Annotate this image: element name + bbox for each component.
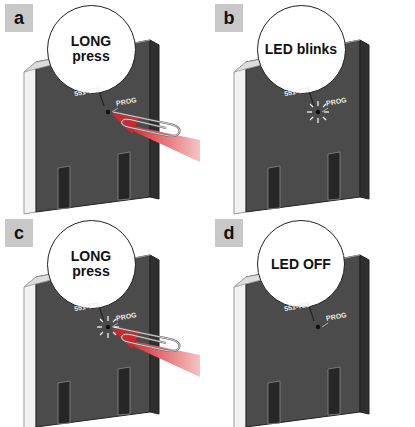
callout-circle: LED OFF bbox=[257, 220, 346, 309]
panel-letter: a bbox=[5, 4, 33, 32]
callout-circle: LONG press bbox=[47, 5, 136, 94]
button-label: PROG bbox=[326, 311, 348, 321]
panel-letter: b bbox=[215, 4, 243, 32]
panel-letter-text: a bbox=[14, 8, 24, 29]
button-label: PROG bbox=[326, 96, 348, 106]
callout-circle: LED blinks bbox=[257, 5, 346, 94]
panel-letter-text: b bbox=[224, 8, 235, 29]
callout-text: LONG press bbox=[52, 249, 131, 278]
panel-letter: c bbox=[5, 219, 33, 247]
panel-letter-text: c bbox=[14, 223, 24, 244]
panel-letter: d bbox=[215, 219, 243, 247]
button-label: PROG bbox=[116, 311, 138, 321]
panel-letter-text: d bbox=[224, 223, 235, 244]
callout-text: LED blinks bbox=[265, 42, 337, 57]
button-label: PROG bbox=[116, 96, 138, 106]
callout-text: LONG press bbox=[52, 34, 131, 63]
callout-circle: LONG press bbox=[47, 220, 136, 309]
callout-text: LED OFF bbox=[271, 257, 331, 272]
